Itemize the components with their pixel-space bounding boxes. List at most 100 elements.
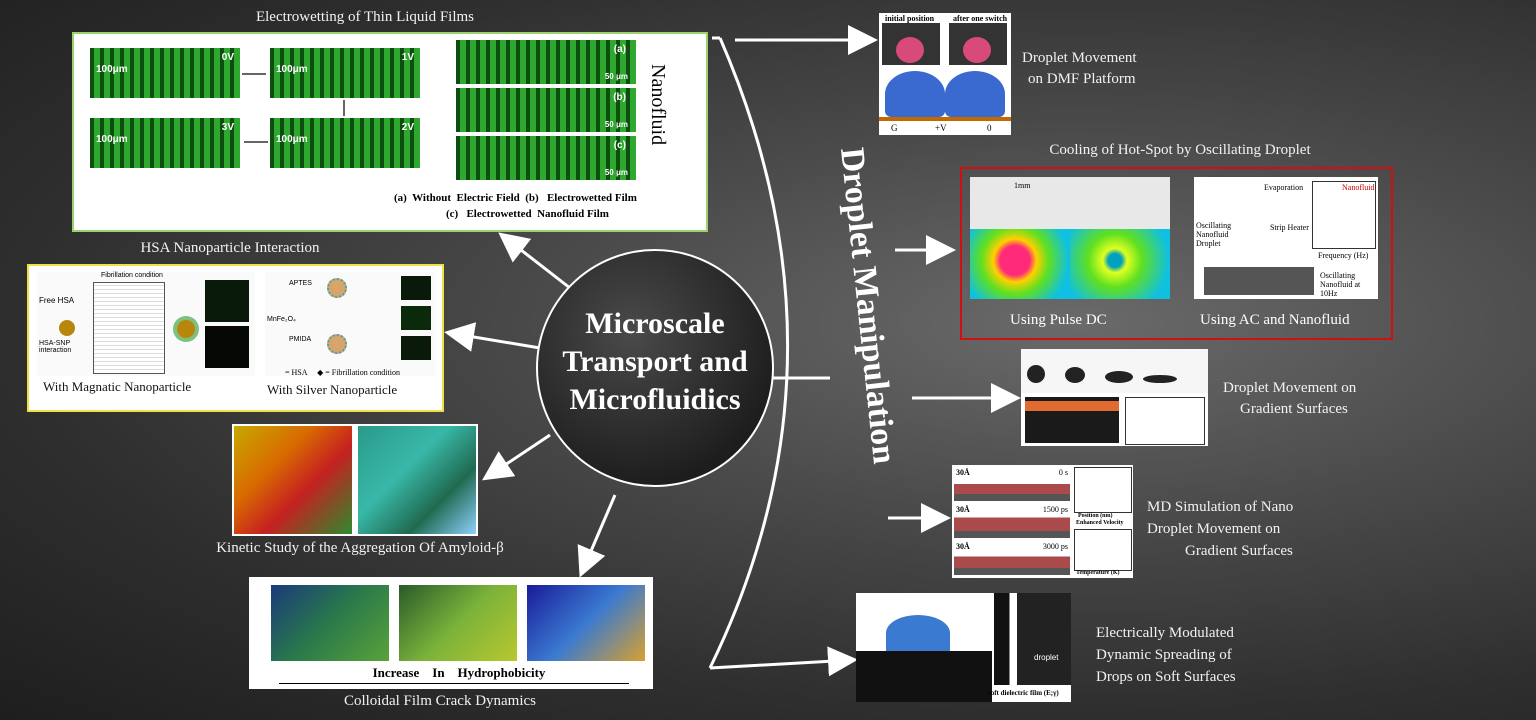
ew-sub-b: (b) [613,92,626,103]
cooling-panel: 1mm Evaporation Strip Heater Oscillating… [960,167,1393,340]
hsa-plot [93,282,165,374]
md-time-1: 0 s [1058,468,1068,477]
soft-figure: droplet soft dielectric film (E;γ) [856,593,1071,702]
soft-film-label: soft dielectric film (E;γ) [988,689,1059,697]
ew-volt-0: 0V [221,52,234,63]
md-time-2: 1500 ps [1042,505,1068,514]
dmf-drop-1 [885,71,945,117]
hsa-micro-5 [401,336,431,360]
amyloid-img-1 [234,426,352,534]
colloid-inner-label: Increase In Hydrophobicity [372,665,546,680]
md-plot-2 [1074,529,1132,571]
gradient-drops [1021,349,1208,393]
md-enhanced: Enhanced Velocity [1076,520,1124,526]
hsa-right-figure: APTES MnFe₂O₄ PMIDA = HSA ◆ = Fibrillati… [265,272,435,377]
dmf-drop-2 [945,71,1005,117]
ew-img-c: (c)50 μm [456,136,636,180]
soft-left [856,593,992,702]
arrow-soft [709,646,858,677]
md-plot-1 [1074,467,1132,513]
cooling-series [1204,267,1314,295]
arrow-hsa [444,322,541,352]
colloid-figure: Increase In Hydrophobicity [249,577,653,689]
hsa-title: HSA Nanoparticle Interaction [140,240,320,256]
ew-arrows [242,73,345,143]
md-caption-1: MD Simulation of Nano [1147,499,1294,515]
dmf-figure: initial position after one switch G +V 0 [879,13,1011,135]
colloid-img-3 [527,585,645,661]
center-line-2: Transport and [562,345,748,378]
cooling-evap: Evaporation [1264,183,1304,192]
md-xlab-2: Temperature (K) [1076,570,1120,576]
cooling-heat-1 [970,229,1070,299]
ew-img-2v: 2V 100μm [270,118,420,168]
hsa-micro-1 [205,280,249,322]
ew-volt-2: 3V [221,122,234,133]
soft-droplet-label: droplet [1034,653,1059,662]
md-label-2: 30Å [956,505,970,514]
ew-scale-0: 100μm [96,64,128,75]
cooling-drops [970,177,1170,229]
cooling-nf: Nanofluid [1342,183,1375,192]
gradient-substrate [1025,397,1119,443]
md-time-3: 3000 ps [1042,542,1068,551]
hsa-np-2 [327,334,347,354]
cooling-left-img: 1mm [970,177,1170,299]
md-label-3: 30Å [956,542,970,551]
cooling-osc: Oscillating Nanofluid Droplet [1196,221,1232,248]
ew-scale-3: 100μm [276,134,308,145]
md-frame-2: 30Å 1500 ps [954,504,1070,538]
ew-img-a: (a) 50 μm [456,40,636,84]
center-line-1: Microscale [585,307,725,340]
hsa-micro-3 [401,276,431,300]
electrowetting-title: Electrowetting of Thin Liquid Films [255,9,475,25]
md-xlab-1: Position (nm) [1078,513,1113,519]
hsa-micro-2 [205,326,249,368]
gradient-figure [1021,349,1208,446]
gradient-plot [1125,397,1205,445]
soft-caption-1: Electrically Modulated [1096,625,1234,641]
dmf-caption-1: Droplet Movement [1022,50,1137,66]
cooling-freq: Frequency (Hz) [1318,251,1369,260]
cooling-title: Cooling of Hot-Spot by Oscillating Dropl… [1049,142,1311,158]
ew-img-3v: 3V 100μm [90,118,240,168]
cooling-heat-2 [1070,229,1170,299]
hsa-np-1 [327,278,347,298]
dmf-substrate [879,117,1011,121]
hsa-snp-label: HSA-SNP interaction [39,340,72,354]
hsa-free-label: Free HSA [39,296,75,305]
dmf-v: +V [935,123,947,133]
hsa-panel: Free HSA HSA-SNP interaction Fibrillatio… [27,264,444,412]
ew-img-b: (b)50 μm [456,88,636,132]
arc-bracket [708,37,789,669]
arrow-electrowetting [498,232,571,290]
soft-caption-3: Drops on Soft Surfaces [1096,669,1236,685]
dmf-g: G [891,123,898,133]
soft-right-drop [994,593,1071,685]
cooling-strip: Strip Heater [1270,223,1309,232]
hsa-legend: = HSA ◆ = Fibrillation condition [285,368,400,377]
dmf-photo-2 [949,23,1007,65]
hsa-right-caption: With Silver Nanoparticle [267,382,398,397]
dmf-after: after one switch [953,14,1008,23]
cooling-right-img: Evaporation Strip Heater Oscillating Nan… [1194,177,1378,299]
hsa-pmida: PMIDA [289,336,312,343]
ew-volt-3: 2V [401,122,414,133]
ew-scale-1: 100μm [276,64,308,75]
hsa-particle [59,320,75,336]
md-frame-3: 30Å 3000 ps [954,541,1070,575]
soft-base [856,651,992,702]
hsa-left-figure: Free HSA HSA-SNP interaction Fibrillatio… [37,272,255,376]
cooling-mm: 1mm [1014,181,1031,190]
amyloid-caption: Kinetic Study of the Aggregation Of Amyl… [216,540,504,556]
ew-sub-a: (a) [613,44,626,55]
arrow-colloid [577,494,617,578]
dmf-initial: initial position [885,14,935,23]
md-caption-2: Droplet Movement on [1147,521,1281,537]
ew-scale-2: 100μm [96,134,128,145]
ew-scale-a: 50 μm [604,72,628,81]
